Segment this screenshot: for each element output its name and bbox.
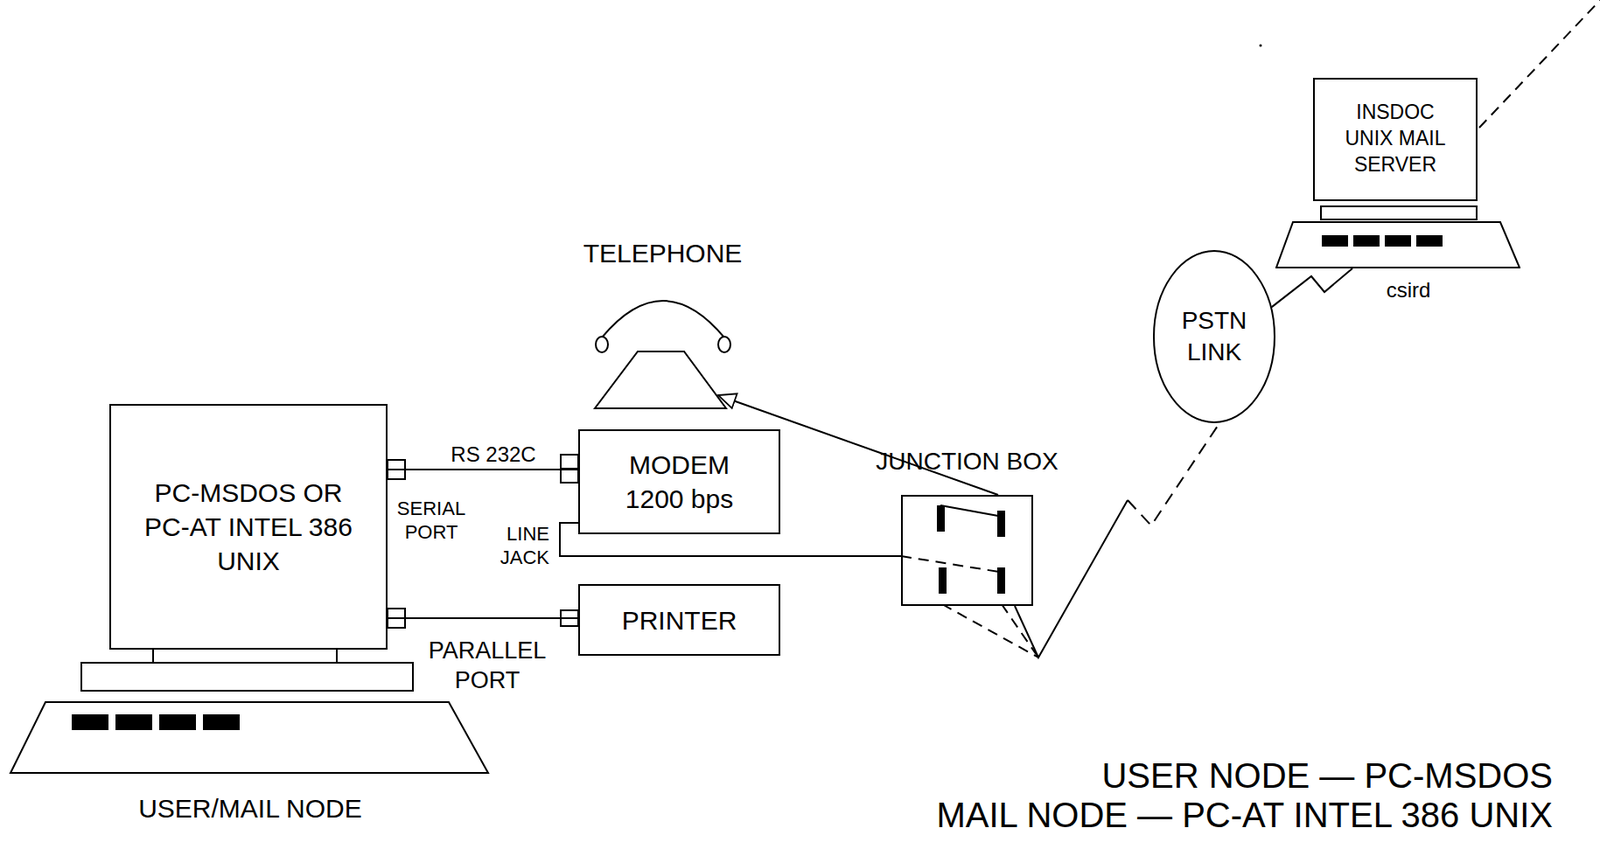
printer-box: PRINTER (578, 584, 781, 657)
telephone-symbol: TELEPHONE (568, 229, 757, 413)
legend-note: MAIL NODE — PC-AT INTEL 386 UNIX (936, 793, 1553, 838)
connector (387, 469, 579, 471)
pstn-link-ellipse: PSTN LINK (1152, 250, 1276, 424)
edge-label: RS 232C (447, 441, 538, 469)
port-connectors (387, 454, 579, 629)
connector (387, 618, 579, 620)
port-label: SERIAL PORT (391, 496, 471, 545)
connector (1271, 268, 1353, 308)
ellipse-outline (1152, 250, 1276, 424)
node-text: PSTN LINK (1170, 305, 1258, 370)
node-text: PRINTER (621, 603, 738, 638)
mail-server: INSDOC UNIX MAIL SERVER (1275, 77, 1521, 269)
host-name: csird (1386, 277, 1432, 304)
node-text: PC-MSDOS OR PC-AT INTEL 386 UNIX (130, 475, 367, 579)
junction-wires (942, 0, 1600, 658)
dot (1259, 44, 1263, 48)
user-computer-base (10, 649, 489, 774)
legend-note: USER NODE — PC-MSDOS (1101, 754, 1553, 798)
junction-box: JUNCTION BOX (901, 495, 1034, 607)
node-text: TELEPHONE (583, 236, 743, 271)
port-label: PARALLEL PORT (426, 636, 549, 697)
junction-contacts (901, 495, 1034, 607)
modem-box: MODEM 1200 bps (578, 429, 781, 535)
computer-box: PC-MSDOS OR PC-AT INTEL 386 UNIX (109, 404, 388, 650)
node-caption: USER/MAIL NODE (138, 792, 363, 826)
node-text: MODEM 1200 bps (609, 447, 750, 517)
jack-label: LINE JACK (486, 522, 550, 571)
node-text: INSDOC UNIX MAIL SERVER (1313, 77, 1477, 201)
node-text: JUNCTION BOX (875, 446, 1058, 478)
keyboard-keys (71, 714, 240, 731)
